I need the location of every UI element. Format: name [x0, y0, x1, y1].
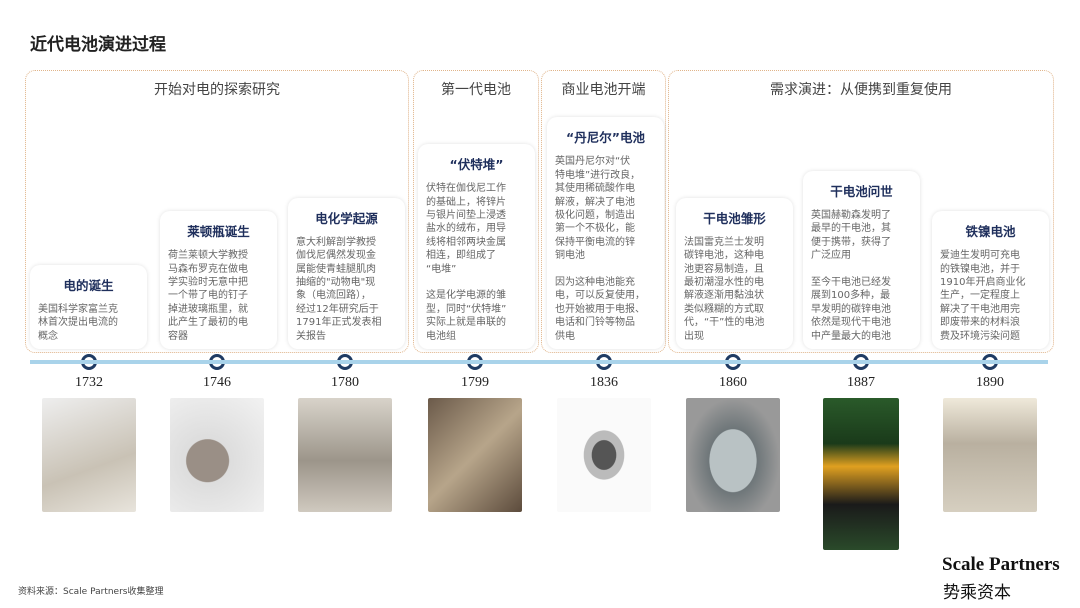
group-header: 第一代电池	[441, 82, 511, 98]
group-first-gen: 第一代电池	[413, 70, 539, 353]
group-exploration: 开始对电的探索研究	[25, 70, 409, 353]
historical-image	[298, 398, 392, 512]
event-title: “丹尼尔”电池	[566, 130, 645, 146]
group-commercial: 商业电池开端	[541, 70, 666, 353]
event-title: 铁镍电池	[965, 224, 1016, 240]
event-year: 1746	[203, 375, 231, 390]
event-card: 铁镍电池爱迪生发明可充电 的铁镍电池，并于 1910年开启商业化 生产，一定程度…	[932, 211, 1049, 349]
logo-cn: 势乘资本	[943, 583, 1011, 603]
event-card: “丹尼尔”电池英国丹尼尔对“伏 特电堆”进行改良， 其使用稀硫酸作电 解液，解决…	[547, 117, 664, 349]
event-card: 电化学起源意大利解剖学教授 伽伐尼偶然发现金 属能使青蛙腿肌肉 抽缩的"动物电"…	[288, 197, 405, 349]
event-card: “伏特堆” 伏特在伽伐尼工作 的基础上，将锌片 与银片间垫上浸透 盐水的绒布，用导…	[418, 144, 535, 349]
event-title: “伏特堆”	[449, 157, 504, 173]
event-card: 莱顿瓶诞生荷兰莱顿大学教授 马森布罗克在做电 学实验时无意中把 一个带了电的钉子…	[160, 211, 277, 349]
event-description: 伏特在伽伐尼工作 的基础上，将锌片 与银片间垫上浸透 盐水的绒布，用导 线将相邻…	[426, 183, 507, 342]
event-year: 1887	[847, 375, 875, 390]
group-header: 商业电池开端	[561, 82, 646, 98]
group-header: 需求演进：从便携到重复使用	[770, 82, 952, 98]
source-note: 资料来源：Scale Partners收集整理	[18, 587, 164, 597]
historical-image	[42, 398, 136, 512]
event-year: 1799	[461, 375, 489, 390]
event-description: 英国赫勒森发明了 最早的干电池，其 便于携带，获得了 广泛应用 至今干电池已经发…	[811, 209, 891, 342]
timeline-line	[30, 360, 1048, 364]
event-card: 电的诞生美国科学家富兰克 林首次提出电流的 概念	[30, 264, 147, 349]
event-description: 意大利解剖学教授 伽伐尼偶然发现金 属能使青蛙腿肌肉 抽缩的"动物电"现 象（电…	[296, 236, 382, 342]
historical-image	[557, 398, 651, 512]
event-year: 1890	[976, 375, 1004, 390]
page-title: 近代电池演进过程	[30, 35, 166, 55]
event-description: 荷兰莱顿大学教授 马森布罗克在做电 学实验时无意中把 一个带了电的钉子 掉进玻璃…	[168, 250, 248, 342]
event-year: 1860	[719, 375, 747, 390]
historical-image	[686, 398, 780, 512]
group-demand: 需求演进：从便携到重复使用	[668, 70, 1054, 353]
event-year: 1780	[331, 375, 359, 390]
event-card: 干电池雏形法国雷克兰士发明 碳锌电池，这种电 池更容易制造，且 最初潮湿水性的电…	[676, 197, 793, 349]
event-description: 英国丹尼尔对“伏 特电堆”进行改良， 其使用稀硫酸作电 解液，解决了电池 极化问…	[555, 156, 645, 342]
historical-image	[428, 398, 522, 512]
group-header: 开始对电的探索研究	[154, 82, 280, 98]
event-description: 爱迪生发明可充电 的铁镍电池，并于 1910年开启商业化 生产，一定程度上 解决…	[940, 250, 1026, 342]
historical-image	[823, 398, 899, 550]
event-title: 电的诞生	[63, 277, 114, 293]
event-description: 法国雷克兰士发明 碳锌电池，这种电 池更容易制造，且 最初潮湿水性的电 解液逐渐…	[684, 236, 765, 342]
event-description: 美国科学家富兰克 林首次提出电流的 概念	[38, 303, 118, 342]
event-year: 1836	[590, 375, 618, 390]
logo-en: Scale Partners	[942, 554, 1060, 575]
event-title: 电化学起源	[315, 210, 378, 226]
event-title: 干电池问世	[830, 183, 893, 199]
event-card: 干电池问世英国赫勒森发明了 最早的干电池，其 便于携带，获得了 广泛应用 至今干…	[803, 170, 920, 349]
historical-image	[943, 398, 1037, 512]
event-year: 1732	[75, 375, 103, 390]
historical-image	[170, 398, 264, 512]
event-title: 莱顿瓶诞生	[187, 224, 250, 240]
event-title: 干电池雏形	[703, 210, 766, 226]
